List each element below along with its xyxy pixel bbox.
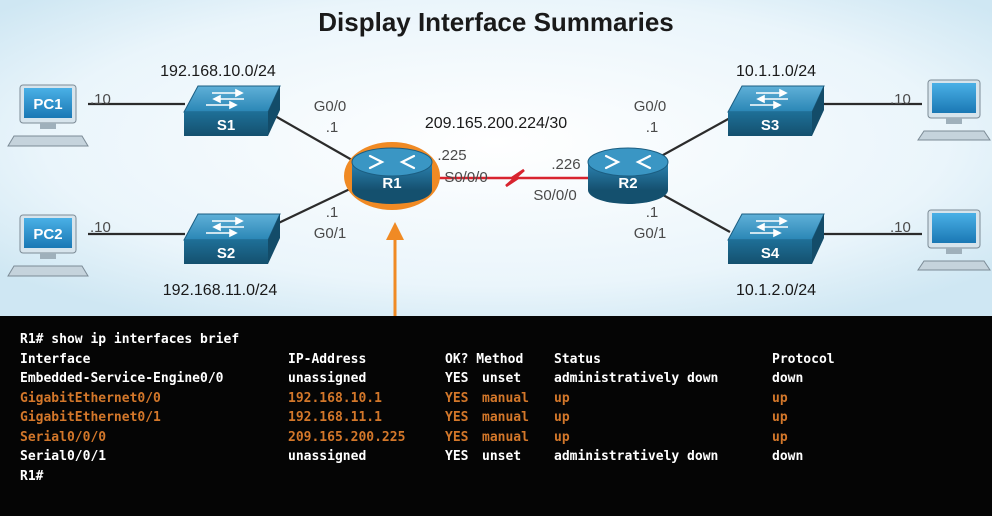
router-r2-icon	[587, 147, 669, 204]
r2-label: R2	[618, 175, 637, 192]
header-status: Status	[554, 351, 601, 367]
cell-interface: Serial0/0/1	[20, 449, 107, 464]
switch-s1-icon	[183, 85, 281, 136]
pc3-icon	[917, 79, 991, 141]
cell-method: unset	[482, 449, 522, 464]
diagram-background	[0, 0, 992, 316]
cell-status: up	[554, 429, 570, 445]
terminal-prompt: R1#	[20, 468, 44, 484]
slide-title: Display Interface Summaries	[318, 7, 674, 37]
cell-interface: Embedded-Service-Engine0/0	[20, 371, 224, 386]
cell-ok: YES	[445, 410, 469, 425]
pc2-address: .10	[90, 219, 111, 236]
cell-interface: GigabitEthernet0/1	[20, 410, 161, 425]
pc2-icon	[7, 214, 89, 277]
pc4-icon	[917, 209, 991, 271]
wan-network-label: 209.165.200.224/30	[425, 115, 567, 132]
terminal-output: R1# show ip interfaces brief Interface I…	[0, 316, 992, 516]
link-r2-s4	[653, 189, 731, 233]
cell-protocol: up	[772, 390, 788, 406]
r2-g01-address: .1	[646, 204, 659, 221]
cell-ok: YES	[445, 449, 469, 464]
cell-ok: YES	[445, 390, 469, 406]
cell-method: unset	[482, 371, 522, 386]
header-protocol: Protocol	[772, 351, 835, 367]
cell-method: manual	[482, 390, 529, 406]
cell-status: up	[554, 390, 570, 406]
network-label-s2: 192.168.11.0/24	[163, 282, 278, 299]
terminal-interface-row: GigabitEthernet0/0 192.168.10.1 YES manual u…	[20, 389, 992, 409]
network-label-s4: 10.1.2.0/24	[736, 282, 816, 299]
cell-ok: YES	[445, 371, 469, 386]
switch-s2-icon	[183, 213, 281, 264]
terminal-command-line: R1# show ip interfaces brief	[20, 330, 992, 350]
cell-ip-address: unassigned	[288, 371, 367, 386]
cell-protocol: up	[772, 410, 788, 425]
cell-ip-address: 209.165.200.225	[288, 429, 406, 445]
cell-ok: YES	[445, 429, 469, 445]
pointer-arrow-icon	[386, 222, 404, 316]
cell-interface: GigabitEthernet0/0	[20, 390, 161, 406]
r1-label: R1	[382, 175, 401, 192]
s4-label: S4	[761, 245, 780, 262]
cell-status: administratively down	[554, 371, 719, 386]
pc1-address: .10	[90, 91, 111, 108]
terminal-interface-row: Serial0/0/0 209.165.200.225 YES manual up up	[20, 428, 992, 448]
terminal-prompt-line: R1#	[20, 467, 992, 487]
serial-link-r1-r2	[432, 168, 590, 188]
r2-g00-name: G0/0	[634, 98, 667, 115]
link-s1-r1	[267, 111, 353, 161]
cell-protocol: up	[772, 429, 788, 445]
r1-g00-address: .1	[326, 119, 339, 136]
r1-g01-name: G0/1	[314, 225, 347, 242]
network-topology-diagram: PC1 PC2	[0, 0, 992, 316]
s2-label: S2	[217, 245, 235, 262]
header-interface: Interface	[20, 351, 91, 367]
cell-status: up	[554, 410, 570, 425]
link-s2-r1	[267, 187, 353, 229]
header-ok-method: OK? Method	[445, 351, 524, 367]
link-r2-s3	[653, 117, 731, 161]
cell-ip-address: 192.168.11.1	[288, 410, 382, 425]
switch-s4-icon	[727, 213, 825, 264]
cell-protocol: down	[772, 371, 804, 386]
r2-s000-name: S0/0/0	[533, 187, 576, 204]
pc1-label: PC1	[33, 96, 62, 113]
pc4-address: .10	[890, 219, 911, 236]
s3-label: S3	[761, 117, 779, 134]
pc3-address: .10	[890, 91, 911, 108]
terminal-header-row: Interface IP-Address OK? Method Status P…	[20, 350, 992, 370]
r1-s000-address: .225	[437, 147, 466, 164]
r1-g01-address: .1	[326, 204, 339, 221]
pc1-icon	[7, 84, 89, 147]
pc2-label: PC2	[33, 226, 62, 243]
ethernet-links	[88, 102, 922, 236]
cell-ip-address: unassigned	[288, 449, 367, 464]
router-r1-icon	[344, 142, 440, 210]
terminal-interface-row: Embedded-Service-Engine0/0 unassigned YES u…	[20, 369, 992, 389]
cell-interface: Serial0/0/0	[20, 429, 107, 445]
cell-method: manual	[482, 410, 529, 425]
cell-protocol: down	[772, 449, 804, 464]
s1-label: S1	[217, 117, 235, 134]
network-label-s3: 10.1.1.0/24	[736, 63, 816, 80]
switch-s3-icon	[727, 85, 825, 136]
r2-s000-address: .226	[551, 156, 580, 173]
r2-g00-address: .1	[646, 119, 659, 136]
terminal-command: R1# show ip interfaces brief	[20, 332, 240, 347]
network-label-s1: 192.168.10.0/24	[160, 63, 276, 80]
r1-s000-name: S0/0/0	[444, 169, 487, 186]
cell-ip-address: 192.168.10.1	[288, 390, 382, 406]
header-ip-address: IP-Address	[288, 351, 367, 367]
r1-g00-name: G0/0	[314, 98, 347, 115]
r2-g01-name: G0/1	[634, 225, 667, 242]
cell-status: administratively down	[554, 449, 719, 464]
cell-method: manual	[482, 429, 529, 445]
terminal-interface-row: Serial0/0/1 unassigned YES unset administrat…	[20, 447, 992, 467]
terminal-interface-row: GigabitEthernet0/1 192.168.11.1 YES manual u…	[20, 408, 992, 428]
